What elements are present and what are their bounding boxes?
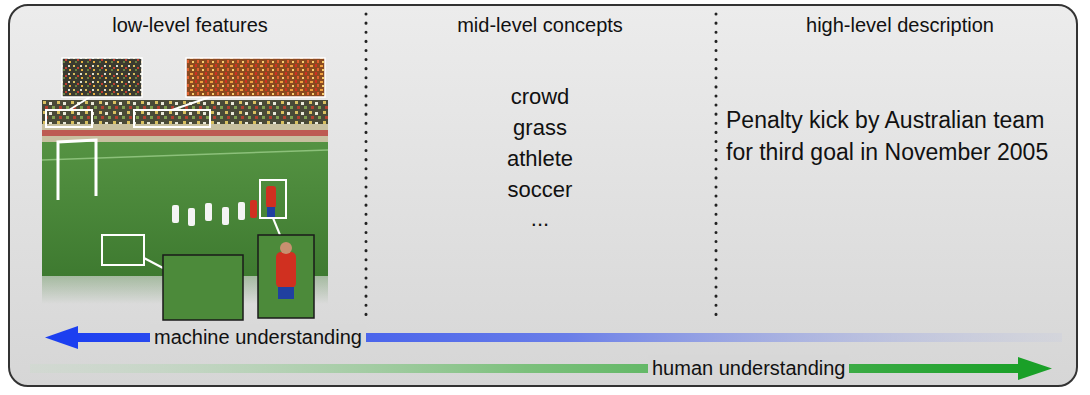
- column-header: low-level features: [40, 14, 340, 37]
- column-separator: [715, 14, 718, 318]
- concept-item: crowd: [440, 84, 640, 110]
- column-header: high-level description: [730, 14, 1070, 37]
- concept-item: athlete: [440, 146, 640, 172]
- concept-item: ...: [440, 206, 640, 232]
- axis-label: machine understanding: [150, 324, 366, 350]
- axis-label: human understanding: [648, 355, 849, 381]
- concept-item: soccer: [440, 177, 640, 203]
- soccer-photo: [42, 58, 328, 320]
- column-separator: [365, 14, 368, 318]
- column-header: mid-level concepts: [380, 14, 700, 37]
- concept-item: grass: [440, 115, 640, 141]
- human-arrow: [30, 357, 1052, 380]
- scene-description: Penalty kick by Australian team for thir…: [726, 104, 1066, 168]
